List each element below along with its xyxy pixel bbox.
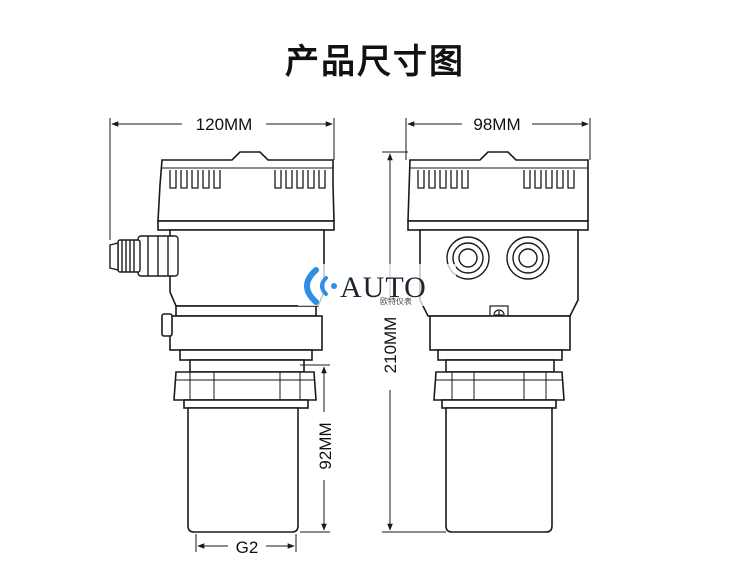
auto-logo: AUTO 欧特仪表 [298,264,456,306]
page-title: 产品尺寸图 [285,42,465,82]
cable-gland [109,235,179,277]
logo-name: AUTO [340,271,427,304]
logo-subtitle: 欧特仪表 [380,296,412,306]
dim-label-thread: G2 [236,538,259,557]
dim-label-side-width: 120MM [196,115,253,134]
side-cap-ribs [169,170,326,189]
dim-label-front-width: 98MM [473,115,520,134]
dim-label-total-height: 210MM [381,317,400,374]
dimension-lines [109,118,591,552]
front-cap-ribs [417,170,575,189]
front-glands [446,236,550,280]
signal-wave-icon [304,267,337,305]
side-view [109,151,335,533]
dim-label-probe-height: 92MM [316,422,335,469]
front-view [407,151,589,533]
